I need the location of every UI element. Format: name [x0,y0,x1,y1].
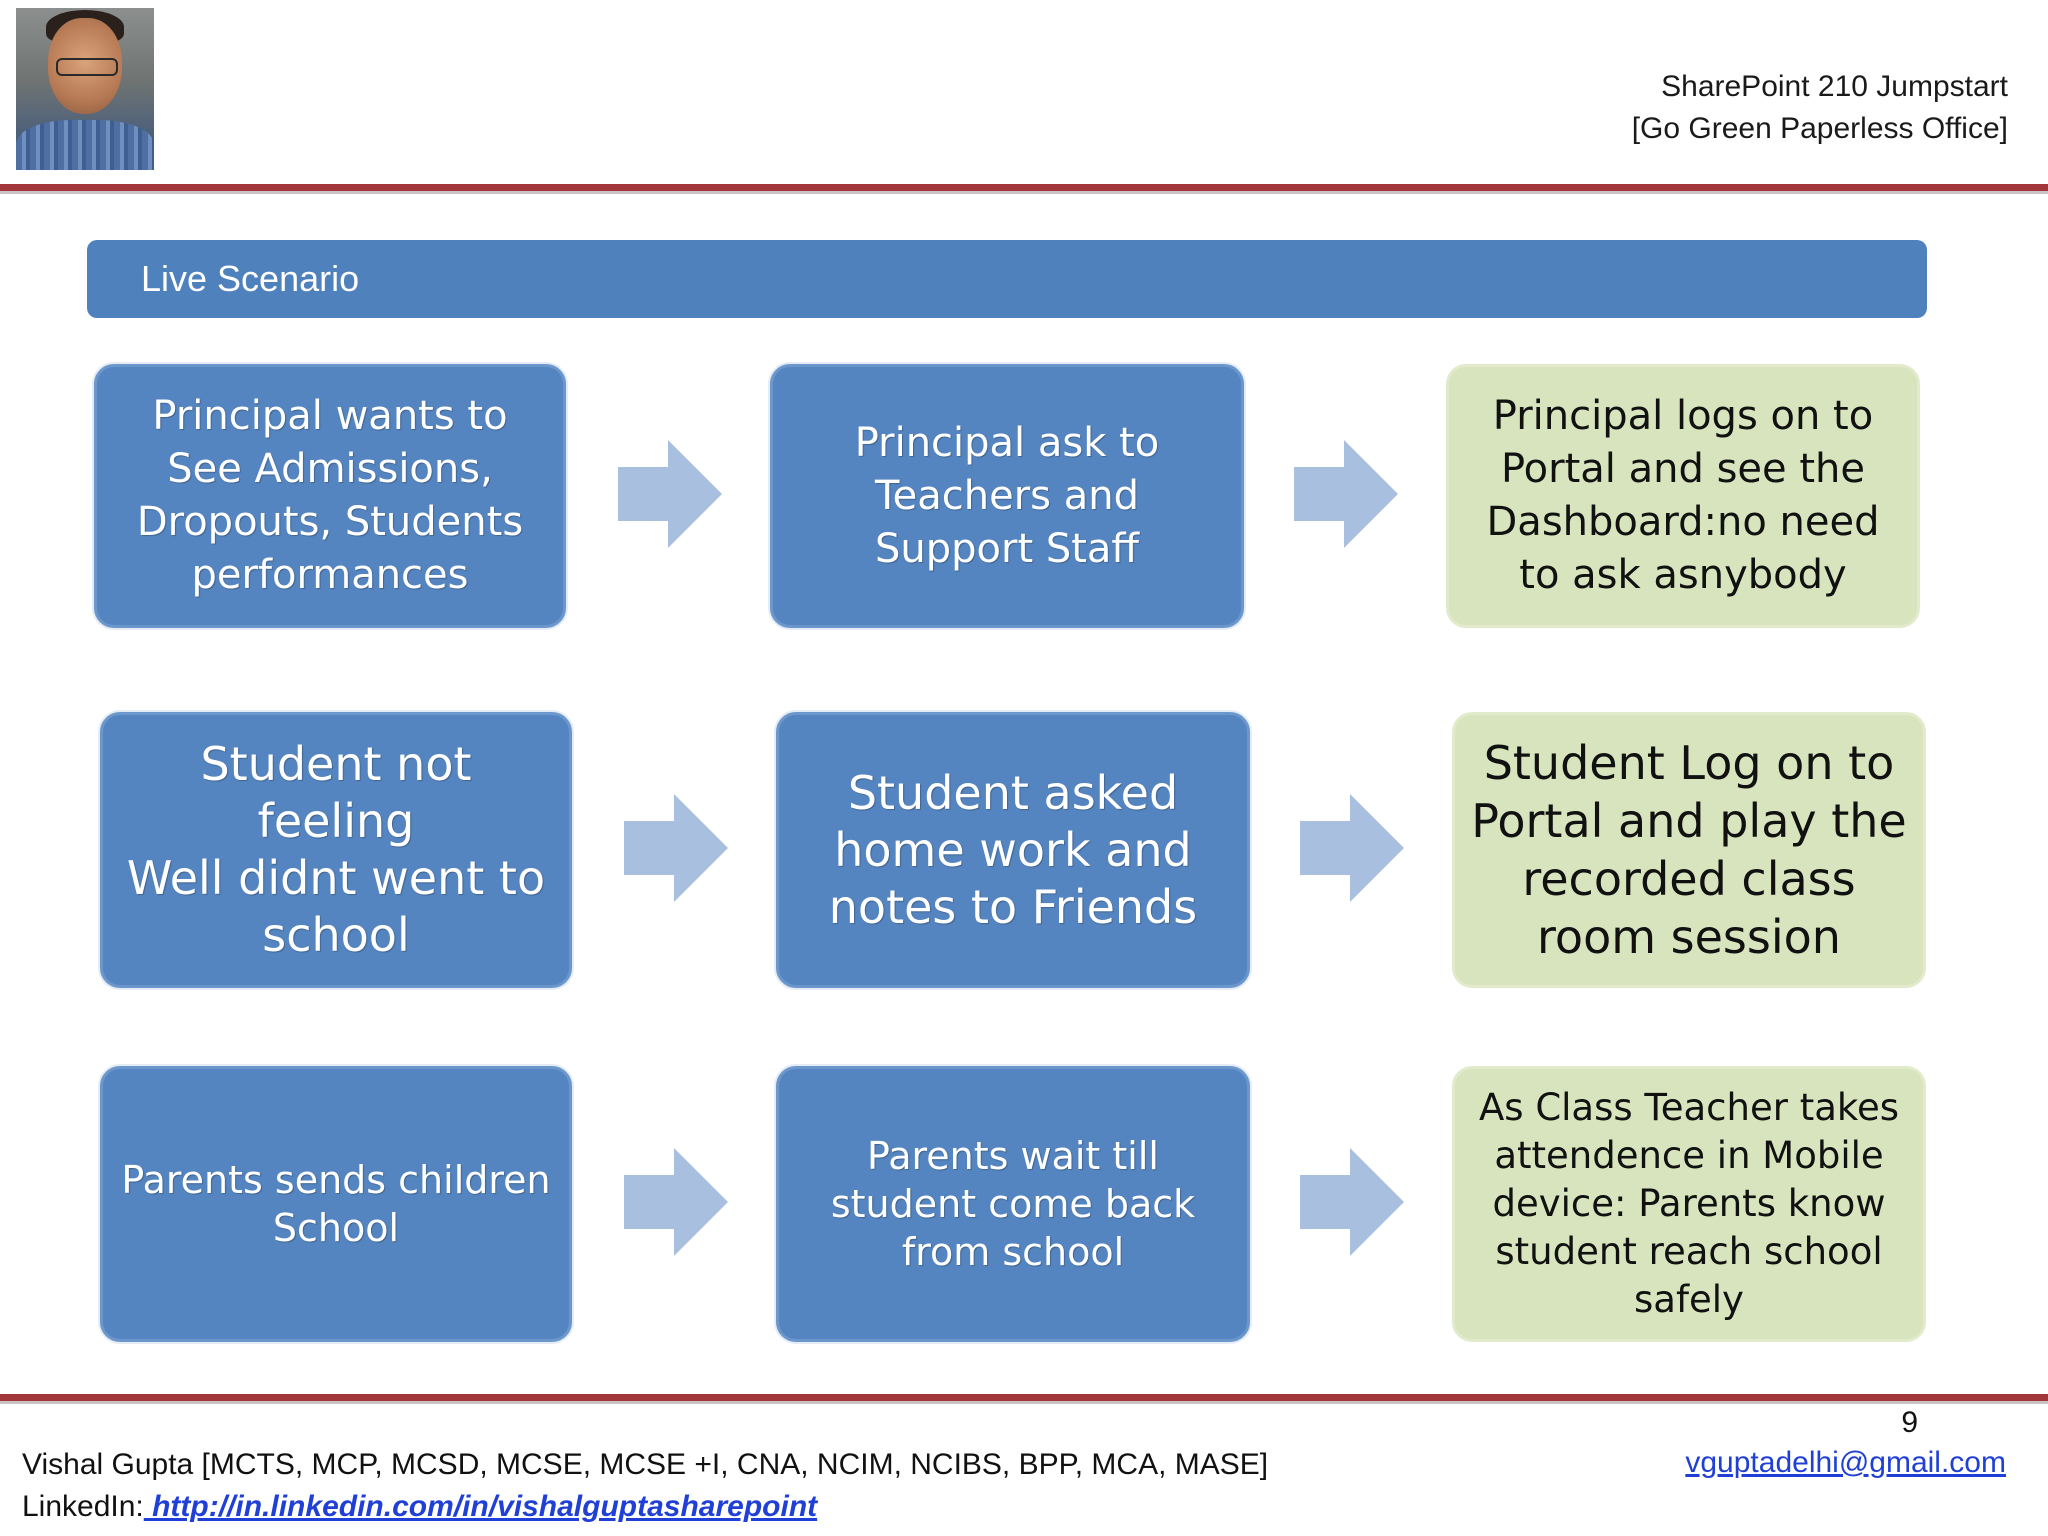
header-divider [0,184,2048,194]
photo-glasses [56,58,118,76]
scenario-box-parents-wait: Parents wait till student come back from… [776,1066,1250,1342]
author-photo [16,8,154,170]
photo-shirt [16,120,154,170]
box-text: Principal ask to Teachers and Support St… [854,419,1160,572]
box-text: Principal wants to See Admissions, Dropo… [136,393,524,598]
page-number: 9 [1901,1406,1918,1439]
right-arrow-icon [618,440,722,548]
box-text: Student asked home work and notes to Fri… [828,765,1198,934]
linkedin-link[interactable]: http://in.linkedin.com/in/vishalguptasha… [143,1490,818,1523]
header-title-line1: SharePoint 210 Jumpstart [1661,70,2008,103]
box-text: Principal logs on to Portal and see the … [1486,393,1880,598]
box-text: Parents wait till student come back from… [830,1134,1196,1274]
scenario-box-principal-asks: Principal ask to Teachers and Support St… [770,364,1244,628]
section-banner: Live Scenario [87,240,1927,318]
box-text: Student not feeling Well didnt went to s… [126,737,546,962]
scenario-box-student-asks: Student asked home work and notes to Fri… [776,712,1250,988]
document-header: SharePoint 210 Jumpstart [Go Green Paper… [1632,66,2008,150]
right-arrow-icon [1300,1148,1404,1256]
box-text: Parents sends children School [121,1158,551,1250]
scenario-box-student-portal: Student Log on to Portal and play the re… [1452,712,1926,988]
email-link[interactable]: vguptadelhi@gmail.com [1685,1446,2006,1479]
linkedin-label: LinkedIn: [22,1490,144,1523]
scenario-box-principal-wants: Principal wants to See Admissions, Dropo… [94,364,566,628]
scenario-box-teacher-attendance: As Class Teacher takes attendence in Mob… [1452,1066,1926,1342]
linkedin-line: LinkedIn: http://in.linkedin.com/in/vish… [22,1486,1268,1528]
footer-divider [0,1394,2048,1404]
box-text: Student Log on to Portal and play the re… [1471,736,1907,964]
right-arrow-icon [1300,794,1404,902]
scenario-box-principal-portal: Principal logs on to Portal and see the … [1446,364,1920,628]
author-credentials: Vishal Gupta [MCTS, MCP, MCSD, MCSE, MCS… [22,1448,1269,1481]
header-title-line2: [Go Green Paperless Office] [1631,112,2008,145]
box-text: As Class Teacher takes attendence in Mob… [1478,1086,1900,1321]
photo-face [48,18,122,114]
right-arrow-icon [1294,440,1398,548]
scenario-box-student-unwell: Student not feeling Well didnt went to s… [100,712,572,988]
scenario-box-parents-send: Parents sends children School [100,1066,572,1342]
banner-label: Live Scenario [141,258,360,299]
right-arrow-icon [624,794,728,902]
footer-author-block: Vishal Gupta [MCTS, MCP, MCSD, MCSE, MCS… [22,1444,1268,1528]
right-arrow-icon [624,1148,728,1256]
